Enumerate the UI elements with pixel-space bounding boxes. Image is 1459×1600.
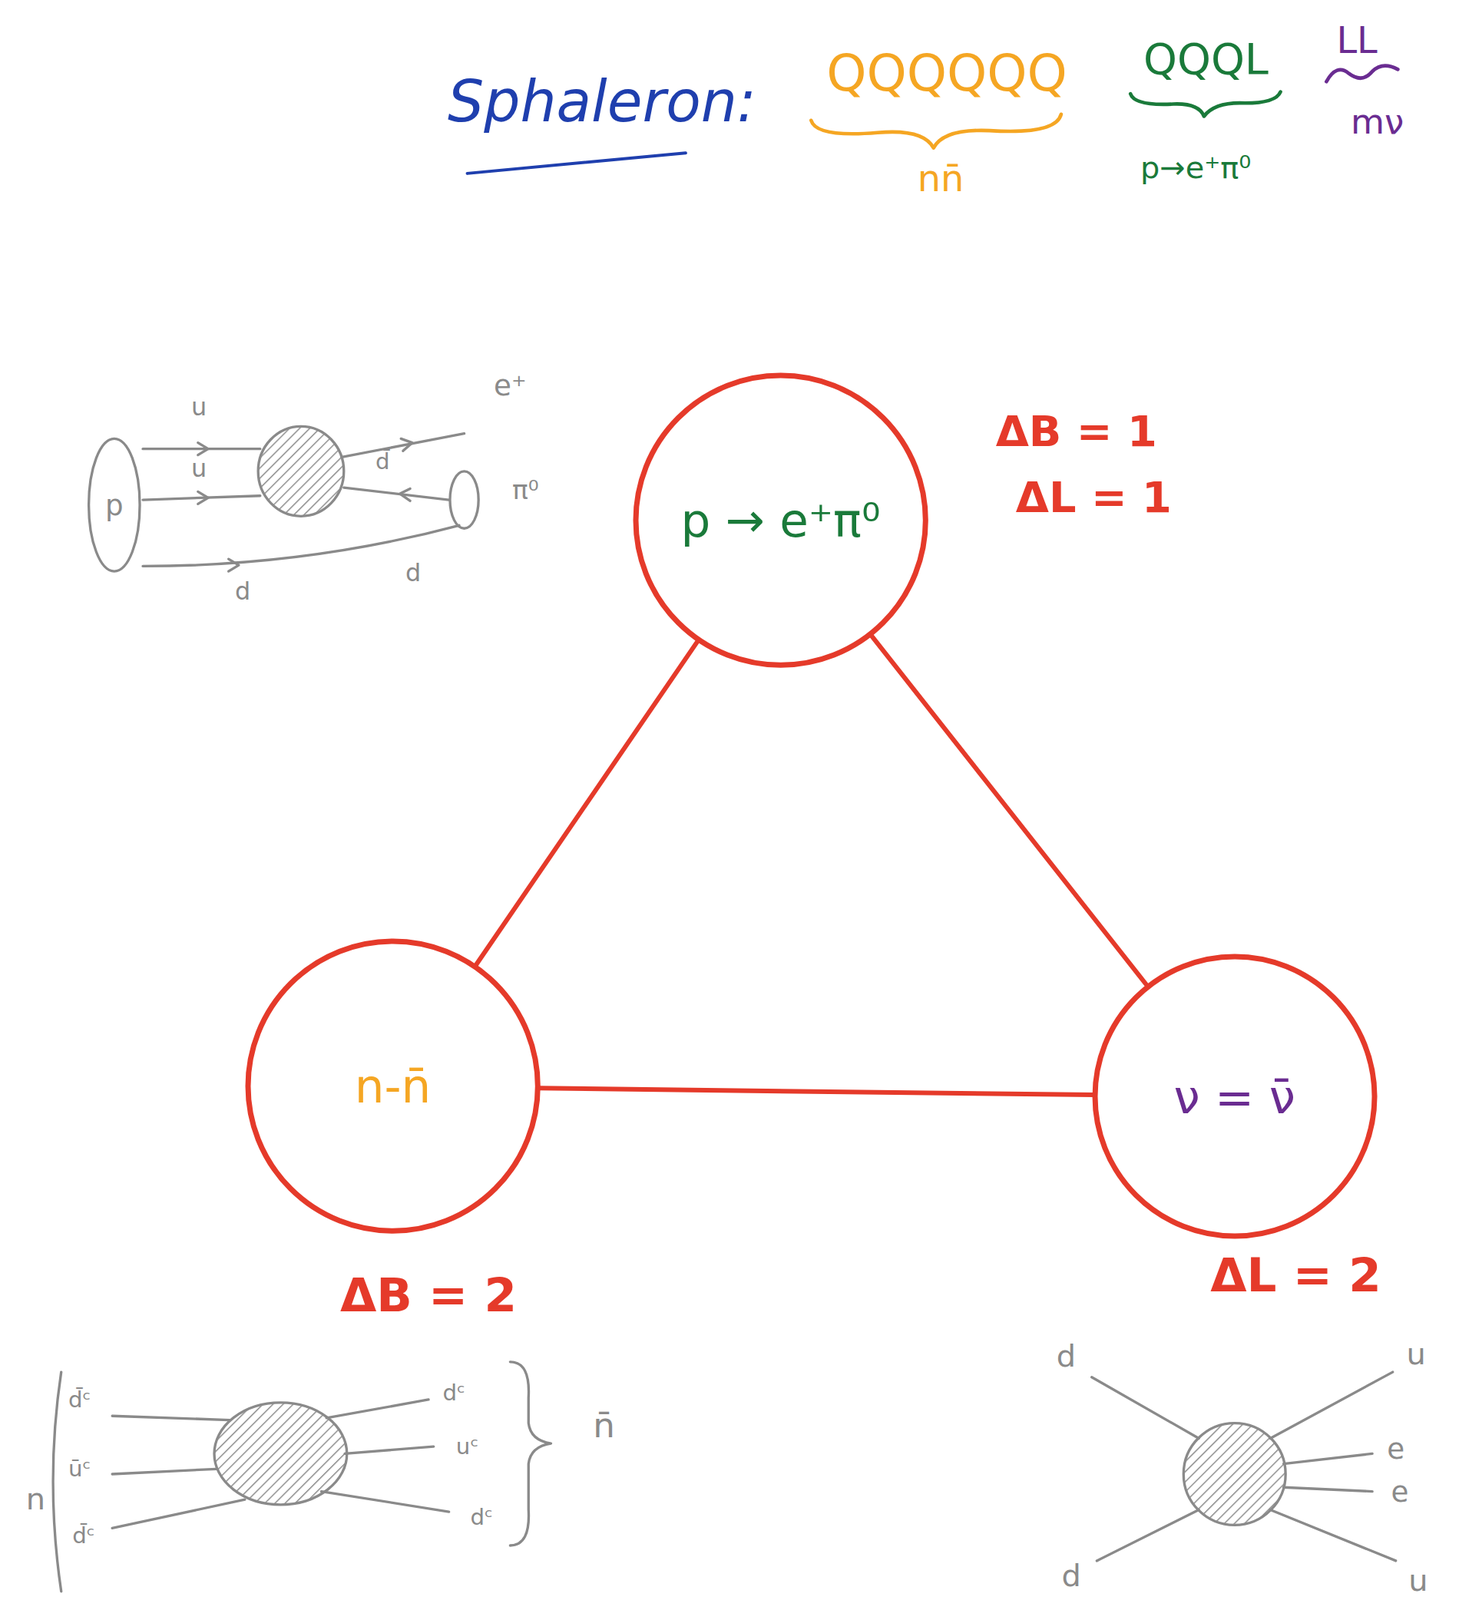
connector-line [475,641,698,967]
particle-label: e [1386,1432,1405,1465]
orange-brace [810,114,1062,149]
process-text: mν [1350,103,1404,143]
particle-label: ūᶜ [68,1456,91,1482]
process-circle: p → e⁺π⁰ [632,372,929,669]
process-text: nn̄ [917,158,965,199]
arrowhead [198,443,209,456]
selection-rule: ΔL = 2 [1210,1249,1382,1301]
particle-label: d [1056,1339,1076,1374]
particle-label: dᶜ [469,1505,493,1530]
green-brace [1130,92,1281,117]
purple-brace [1326,66,1398,83]
arrowhead [198,491,209,504]
selection-rule: ΔB = 2 [340,1270,517,1322]
selection-rule: ΔB = 1 [995,407,1158,455]
node-label: n-n̄ [354,1060,432,1112]
pion-ellipse [449,471,479,529]
process-circle: n-n̄ [244,938,541,1235]
quark-line [344,1446,434,1454]
quark-line [1270,1509,1396,1561]
node-label: p → e⁺π⁰ [680,494,881,546]
particle-label: p [105,489,124,521]
circle-outline-shape [248,941,538,1231]
quark-line [112,1468,217,1475]
selection-rule: ΔL = 1 [1015,474,1172,522]
particle-label: n [26,1482,46,1517]
illustration-group [52,66,1398,1592]
quark-line [1096,1509,1199,1561]
quark-line [142,447,261,450]
circle-outline-shape [1095,956,1375,1237]
quark-line [1091,1377,1200,1440]
title-underline [467,152,686,174]
antiquark-line [344,487,450,500]
node-label: ν = ν̄ [1174,1071,1296,1123]
particle-label: u [191,456,207,484]
positron-line [341,433,464,458]
particle-label: u [1408,1564,1428,1599]
arrowhead [400,488,411,501]
quark-line [112,1415,230,1420]
arrowhead [400,438,413,451]
particle-label: d [405,559,421,587]
quark-line [1270,1372,1393,1439]
quark-line [326,1399,429,1419]
circle-outline-shape [635,375,926,665]
process-text: p→e⁺π⁰ [1140,151,1251,186]
n-nbar-sketch [52,1362,551,1592]
right-brace [509,1362,551,1546]
particle-label: n̄ [592,1407,616,1446]
electron-line [1283,1487,1373,1492]
quark-line [112,1499,245,1529]
operator-text: QQQQQQ [826,45,1068,102]
quark-line [321,1492,450,1513]
particle-label: d̄ᶜ [68,1387,91,1413]
operator-text: LL [1336,20,1377,62]
particle-label: uᶜ [456,1434,479,1459]
particle-label: u [191,394,207,422]
title-text: Sphaleron: [447,70,757,134]
connector-line [870,635,1147,986]
quark-line [142,496,261,500]
operator-text: QQQL [1143,35,1269,83]
electron-line [1283,1453,1373,1464]
proton-ellipse [89,438,140,572]
left-bracket [52,1372,62,1592]
connector-line [539,1088,1094,1096]
vertex-blob [258,426,345,517]
particle-label: e⁺ [493,370,527,402]
particle-label: d [1061,1559,1081,1594]
particle-label: e [1390,1475,1409,1508]
double-beta-sketch [1091,1372,1397,1562]
connector-group [475,635,1148,1096]
arrowhead [228,559,239,572]
particle-label: π⁰ [512,475,540,505]
particle-label: u [1406,1338,1426,1373]
proton-decay-sketch [89,426,480,572]
particle-label: dᶜ [443,1380,466,1406]
process-circle: ν = ν̄ [1091,953,1378,1240]
particle-label: d̄ᶜ [72,1523,95,1549]
particle-label: d [234,578,251,606]
particle-label: d̄ [375,448,391,474]
vertex-blob [1183,1423,1286,1526]
